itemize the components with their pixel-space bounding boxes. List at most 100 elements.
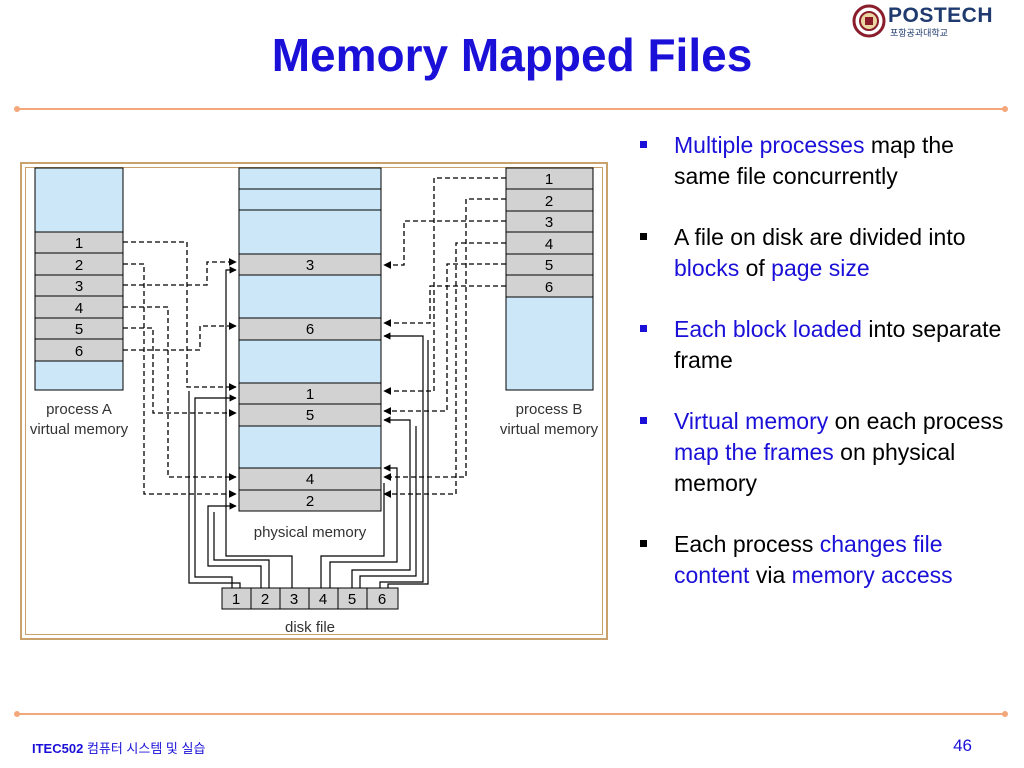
disk-block-label: 1 <box>232 591 240 608</box>
disk-block <box>366 587 399 610</box>
postech-logo: POSTECH 포항공과대학교 <box>852 4 994 40</box>
load-arrow <box>320 483 385 588</box>
bottom-divider <box>14 711 1008 717</box>
bullet-text: via <box>749 562 792 588</box>
disk-blocks: 1 2 3 4 5 6 <box>221 587 399 610</box>
physical-frame-label: 6 <box>306 321 314 338</box>
mapping-arrow <box>383 263 506 415</box>
course-code: ITEC502 <box>32 741 84 756</box>
disk-block-label: 5 <box>348 591 356 608</box>
bullet-square-icon <box>640 233 647 240</box>
process-b-sublabel: virtual memory <box>500 421 599 438</box>
bullet-text: map the frames <box>674 439 834 465</box>
process-b-label: process B <box>516 401 583 418</box>
bullet-text: memory access <box>791 562 953 588</box>
load-arrow <box>225 266 293 588</box>
bullet-square-icon <box>640 417 647 424</box>
bullet-text: changes file content <box>674 531 943 588</box>
bullet-text: A file on disk are divided into <box>674 224 966 250</box>
load-arrow <box>379 332 424 588</box>
process-a-block-label: 1 <box>75 235 83 252</box>
bullet-square-icon <box>640 141 647 148</box>
process-a-label: process A <box>46 401 112 418</box>
process-a-block-label: 5 <box>75 321 83 338</box>
physical-frames: 3 6 1 5 4 2 <box>238 253 382 512</box>
physical-frame <box>238 403 382 427</box>
bullet-item: Virtual memory on each process map the f… <box>638 406 1008 499</box>
process-a-block-label: 2 <box>75 257 83 274</box>
load-arrow <box>351 416 411 588</box>
mapping-arrow <box>383 285 506 327</box>
physical-frame-label: 4 <box>306 471 314 488</box>
physical-frame-label: 1 <box>306 386 314 403</box>
process-a-block-label: 4 <box>75 300 83 317</box>
physical-memory-label: physical memory <box>254 524 367 541</box>
disk-block-label: 6 <box>378 591 386 608</box>
process-b-blocks: 1 2 3 4 5 6 <box>505 167 594 298</box>
bullet-text: into separate frame <box>674 316 1002 373</box>
mapping-arrow <box>123 306 237 481</box>
bullet-square-icon <box>640 325 647 332</box>
process-b-block-label: 4 <box>545 236 553 253</box>
bullet-text: of <box>739 255 772 281</box>
bullet-text: on physical memory <box>674 439 956 496</box>
footer-course: ITEC502 컴퓨터 시스템 및 실습 <box>32 738 205 757</box>
bullet-text: blocks <box>674 255 740 281</box>
bullet-text: on each process <box>828 408 1004 434</box>
postech-emblem-icon <box>852 4 886 38</box>
bullet-item: Each block loaded into separate frame <box>638 314 1008 376</box>
bullet-text: Each block loaded <box>674 316 862 342</box>
course-name: 컴퓨터 시스템 및 실습 <box>86 741 206 756</box>
physical-frame <box>238 317 382 341</box>
process-b-block-label: 1 <box>545 171 553 188</box>
process-a-blocks: 1 2 3 4 5 6 <box>34 231 124 362</box>
bullet-text: map the same file concurrently <box>674 132 954 189</box>
disk-load-arrows <box>188 266 429 588</box>
mapping-arrow <box>123 241 237 391</box>
physical-frame-label: 2 <box>306 493 314 510</box>
mapping-arrow <box>383 177 506 395</box>
top-divider <box>14 106 1008 112</box>
load-arrow <box>194 394 237 588</box>
mapping-arrow <box>123 327 237 417</box>
bullet-item: A file on disk are divided into blocks o… <box>638 222 1008 284</box>
process-b-block-label: 6 <box>545 279 553 296</box>
bullet-list: Multiple processes map the same file con… <box>638 130 1008 621</box>
load-arrow-edge <box>359 426 417 588</box>
process-b-block-label: 3 <box>545 214 553 231</box>
process-a-block-label: 6 <box>75 343 83 360</box>
slide-title: Memory Mapped Files <box>271 29 753 81</box>
physical-frame-label: 3 <box>306 257 314 274</box>
load-arrow-edge <box>213 512 270 588</box>
disk-block-label: 4 <box>319 591 327 608</box>
process-b-block-label: 2 <box>545 193 553 210</box>
physical-frame <box>238 253 382 276</box>
bullet-square-icon <box>640 540 647 547</box>
page-number: 46 <box>953 736 972 755</box>
bullet-item: Multiple processes map the same file con… <box>638 130 1008 192</box>
process-b-mapping-arrows <box>383 177 506 498</box>
mapping-arrow <box>383 220 506 269</box>
mapping-arrow <box>123 322 237 351</box>
bullet-text: Multiple processes <box>674 132 865 158</box>
process-a-sublabel: virtual memory <box>30 421 129 438</box>
process-b-block-label: 5 <box>545 257 553 274</box>
load-arrow-edge <box>387 340 429 588</box>
disk-file-label: disk file <box>285 619 335 636</box>
bullet-item: Each process changes file content via me… <box>638 529 1008 591</box>
bullet-text: page size <box>771 255 870 281</box>
mapping-arrow <box>123 263 237 498</box>
disk-block-label: 2 <box>261 591 269 608</box>
bullet-text: Virtual memory <box>674 408 829 434</box>
physical-frame-label: 5 <box>306 407 314 424</box>
logo-subtext: 포항공과대학교 <box>890 29 948 39</box>
disk-block-label: 3 <box>290 591 298 608</box>
bullet-text: Each process <box>674 531 820 557</box>
process-a-block-label: 3 <box>75 278 83 295</box>
mapping-arrow <box>383 198 506 481</box>
logo-text: POSTECH <box>888 4 994 27</box>
load-arrow-edge <box>188 391 241 588</box>
mapping-arrow <box>123 258 237 286</box>
load-arrow-edge <box>329 464 398 588</box>
